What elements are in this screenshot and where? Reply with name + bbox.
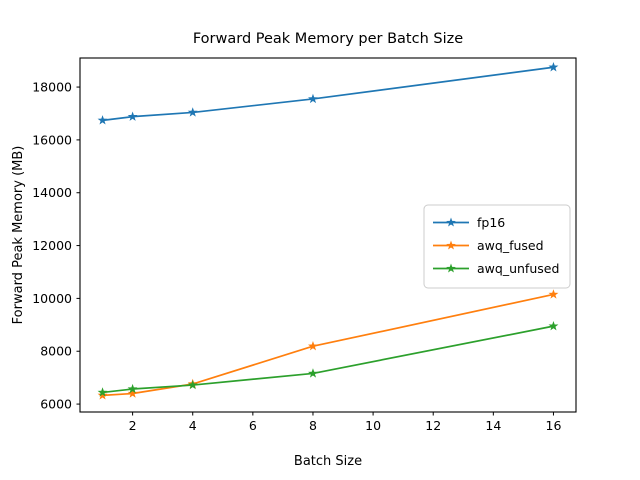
legend-marker-icon [446, 217, 456, 227]
legend-marker-icon [446, 240, 456, 250]
x-axis-label: Batch Size [294, 454, 362, 469]
data-point-marker [187, 379, 198, 390]
legend-marker-icon [446, 263, 456, 273]
chart-title: Forward Peak Memory per Batch Size [193, 31, 463, 47]
y-axis-label: Forward Peak Memory (MB) [11, 146, 26, 325]
y-tick-label: 12000 [32, 238, 72, 253]
data-point-marker [548, 320, 559, 331]
series-fp16 [97, 62, 559, 125]
x-tick-label: 2 [129, 418, 137, 433]
data-point-marker [308, 368, 318, 378]
x-tick-label: 12 [425, 418, 441, 433]
axes-spines [79, 57, 577, 413]
y-tick-label: 6000 [40, 397, 72, 412]
x-tick-label: 4 [189, 418, 197, 433]
data-series-group [97, 62, 559, 400]
y-axis-ticks: 6000 8000 10000 12000 14000 16000 18000 [32, 80, 80, 412]
x-tick-label: 14 [485, 418, 501, 433]
y-tick-label: 8000 [40, 344, 72, 359]
data-point-marker [97, 115, 108, 125]
x-tick-label: 6 [249, 418, 257, 433]
legend-box [423, 204, 571, 289]
y-tick-label: 14000 [32, 185, 72, 200]
data-point-marker [127, 111, 138, 121]
y-tick-label: 10000 [32, 291, 72, 306]
data-point-marker [308, 93, 318, 104]
y-tick-label: 18000 [32, 80, 72, 95]
legend-label-awq_fused[interactable]: awq_fused [477, 238, 544, 253]
series-awq_unfused [97, 320, 559, 397]
data-point-marker [127, 383, 138, 394]
data-point-marker [97, 387, 108, 397]
axes-frame [79, 57, 577, 413]
x-tick-label: 8 [309, 418, 317, 433]
data-point-marker [308, 341, 318, 351]
legend-label-fp16[interactable]: fp16 [477, 215, 505, 230]
data-point-marker [548, 62, 559, 72]
data-point-marker [127, 388, 138, 398]
chart-legend[interactable]: fp16 awq_fused awq_unfused [423, 204, 571, 289]
data-point-marker [548, 289, 559, 299]
x-tick-label: 10 [365, 418, 381, 433]
x-tick-label: 16 [546, 418, 562, 433]
data-point-marker [97, 390, 108, 400]
legend-label-awq_unfused[interactable]: awq_unfused [477, 261, 559, 276]
data-point-marker [187, 107, 198, 117]
x-axis-ticks: 2 4 6 8 10 12 14 16 [129, 412, 562, 433]
y-tick-label: 16000 [32, 132, 72, 147]
